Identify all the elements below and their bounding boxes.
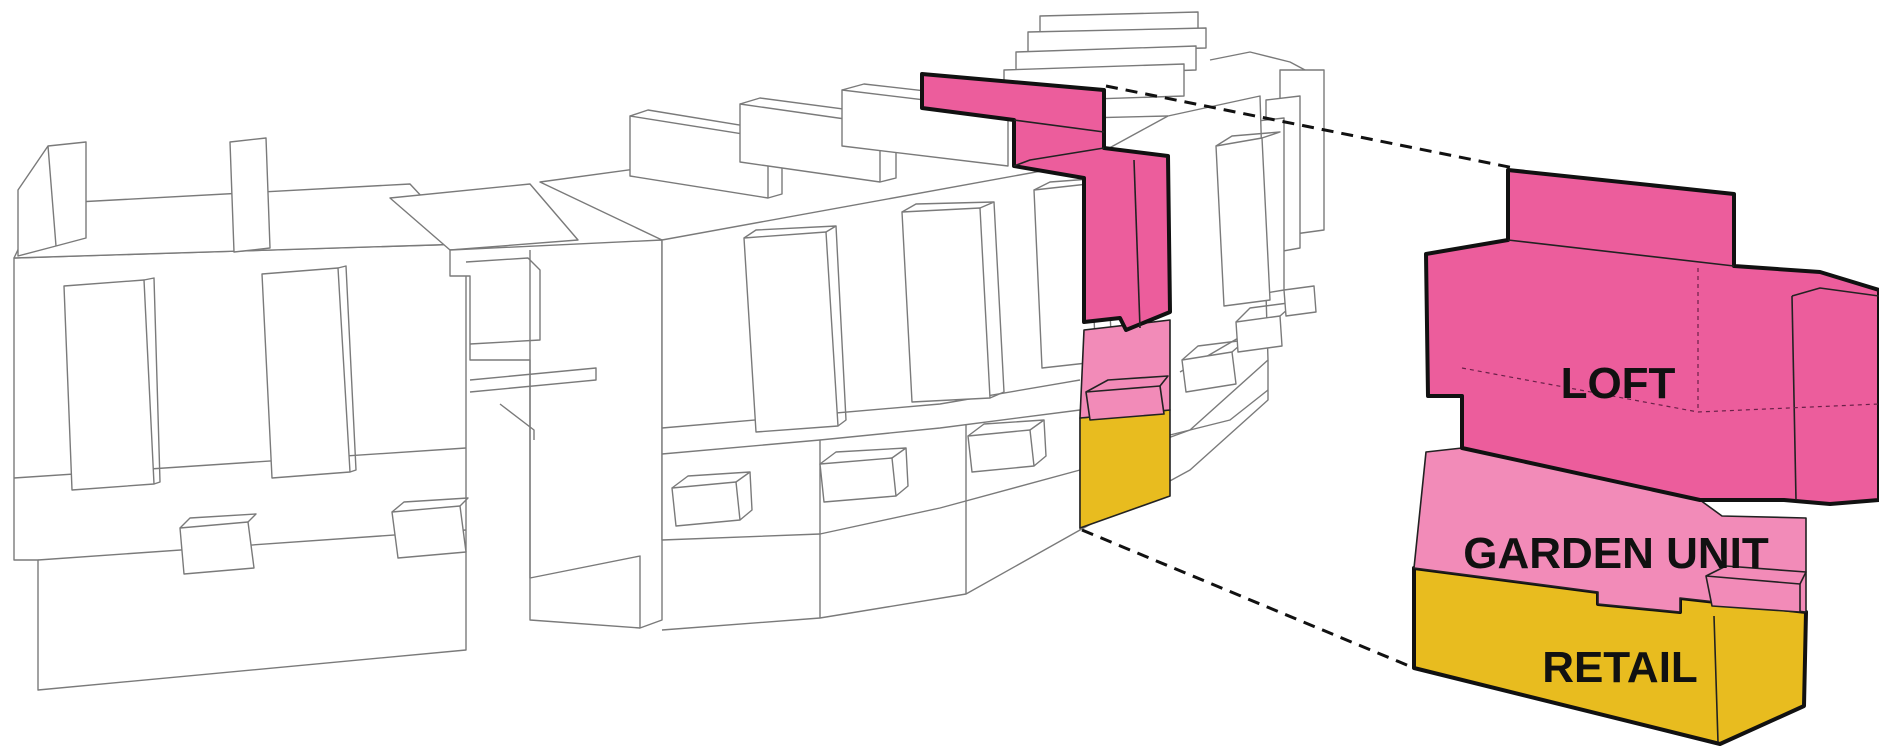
loft-label: LOFT bbox=[1561, 359, 1676, 408]
garden-slice-balcony bbox=[1086, 386, 1164, 420]
enlarged-loft bbox=[1426, 170, 1879, 504]
garden-unit-label: GARDEN UNIT bbox=[1463, 529, 1769, 578]
left-wing bbox=[14, 138, 468, 690]
enlarged-unit: LOFT GARDEN UNIT RETAIL bbox=[1414, 170, 1879, 744]
retail-label: RETAIL bbox=[1542, 643, 1698, 692]
retail-slice bbox=[1080, 410, 1170, 528]
callout-line-bottom bbox=[1082, 530, 1414, 668]
